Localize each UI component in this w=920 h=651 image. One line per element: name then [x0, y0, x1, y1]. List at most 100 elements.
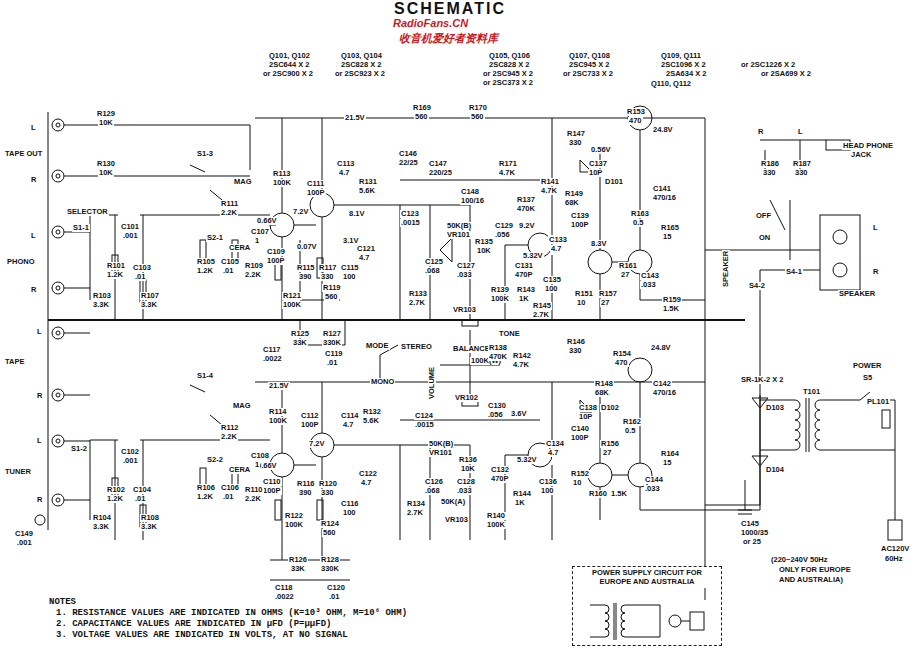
component-label: 470P	[514, 271, 534, 279]
component-label: 2SC644 X 2	[268, 61, 310, 69]
component-label: 2.7K	[532, 311, 550, 319]
component-label: MONO	[370, 378, 395, 386]
component-label: R129	[96, 110, 116, 118]
component-label: .01	[222, 493, 234, 501]
component-label: 0.07V	[296, 243, 318, 251]
component-label: S1-3	[196, 150, 214, 158]
component-label: R169	[412, 104, 432, 112]
component-label: 1.2K	[106, 271, 124, 279]
component-label: 3.3K	[92, 301, 110, 309]
component-label: L	[30, 232, 37, 240]
component-label: C146	[398, 150, 418, 158]
component-label: 3.6V	[510, 410, 527, 418]
component-label: 100	[540, 487, 555, 495]
component-label: 1.2K	[196, 267, 214, 275]
component-label: R159	[662, 296, 682, 304]
component-label: R108	[140, 514, 160, 522]
component-label: S1-2	[70, 445, 88, 453]
note-text: NOTES	[48, 598, 77, 607]
component-label: 5.32V	[522, 252, 544, 260]
component-label: MODE	[365, 342, 390, 350]
component-label: R135	[474, 238, 494, 246]
component-label: C144	[644, 476, 664, 484]
component-label: CERA	[228, 244, 251, 252]
component-label: C112	[300, 412, 320, 420]
component-label: 68K	[594, 389, 610, 397]
component-label: CERA	[228, 466, 251, 474]
component-label: R141	[540, 178, 560, 186]
component-label: AND AUSTRALIA)	[778, 576, 844, 584]
component-label: .0022	[274, 593, 295, 601]
component-label: 4.7	[360, 479, 372, 487]
component-label: 7.2V	[292, 208, 309, 216]
component-label: R126	[288, 556, 308, 564]
component-label: 2.2K	[220, 433, 238, 441]
component-label: 8.3V	[590, 240, 607, 248]
component-label: 330	[568, 139, 583, 147]
component-label: STEREO	[400, 343, 433, 351]
component-label: Q105, Q106	[488, 52, 531, 60]
component-label: C124	[414, 412, 434, 420]
output-jacks	[760, 140, 860, 290]
component-label: .068	[424, 267, 441, 275]
component-label: 330	[568, 347, 583, 355]
component-label: R145	[532, 302, 552, 310]
component-label: 100K	[268, 417, 288, 425]
component-label: C114	[340, 412, 360, 420]
component-label: R115	[296, 264, 316, 272]
component-label: C135	[542, 276, 562, 284]
component-label: .001	[16, 539, 33, 547]
component-label: C129	[494, 222, 514, 230]
component-label: or 2SC373 X 2	[482, 79, 534, 87]
component-label: R125	[290, 330, 310, 338]
component-label: .0015	[400, 219, 421, 227]
component-label: or 2SC945 X 2	[482, 70, 534, 78]
component-label: R187	[792, 160, 812, 168]
component-label: 4.7	[342, 421, 354, 429]
component-label: VR103	[452, 306, 477, 314]
component-label: R162	[622, 418, 642, 426]
component-label: R121	[282, 292, 302, 300]
component-label: C134	[545, 440, 565, 448]
component-label: 0.5	[624, 427, 636, 435]
component-label: AC120V	[880, 545, 910, 553]
component-label: R130	[96, 160, 116, 168]
component-label: S1-1	[72, 224, 90, 232]
component-label: 21.5V	[344, 114, 366, 122]
component-label: 1K	[514, 499, 526, 507]
component-label: R105	[196, 258, 216, 266]
dashed-region-box: POWER SUPPLY CIRCUIT FOR EUROPE AND AUST…	[572, 566, 722, 646]
component-label: SELECTOR	[66, 208, 109, 216]
component-label: C127	[456, 262, 476, 270]
component-label: .0022	[262, 355, 283, 363]
component-label: C140	[570, 425, 590, 433]
component-label: or 2SC923 X 2	[334, 70, 386, 78]
component-label: C108	[250, 452, 270, 460]
component-label: R137	[516, 196, 536, 204]
component-label: Q101, Q102	[268, 52, 311, 60]
component-label: .001	[122, 232, 139, 240]
component-label: 100/16	[460, 197, 485, 205]
component-label: 220/25	[428, 169, 453, 177]
component-label: 4.7K	[540, 187, 558, 195]
alt-power-supply	[590, 603, 704, 640]
component-label: L	[797, 128, 804, 136]
note-text: 2. CAPACITANCE VALUES ARE INDICATED IN μ…	[55, 620, 332, 629]
component-label: 470/16	[652, 194, 677, 202]
component-label: C138	[578, 404, 598, 412]
component-label: 100	[342, 509, 357, 517]
component-label: R144	[512, 490, 532, 498]
component-label: TONE	[498, 330, 521, 338]
component-label: R153	[626, 108, 646, 116]
component-label: 2.2K	[244, 495, 262, 503]
power-supply	[705, 392, 902, 540]
component-label: 100P	[266, 257, 286, 265]
input-wiring	[64, 125, 270, 540]
component-label: C102	[120, 448, 140, 456]
component-label: or 2SC733 X 2	[562, 70, 614, 78]
component-label: R102	[106, 486, 126, 494]
component-label: 1000/35	[740, 529, 769, 537]
ground-bus	[48, 112, 745, 530]
component-label: C147	[428, 160, 448, 168]
component-label: VR103	[444, 516, 469, 524]
